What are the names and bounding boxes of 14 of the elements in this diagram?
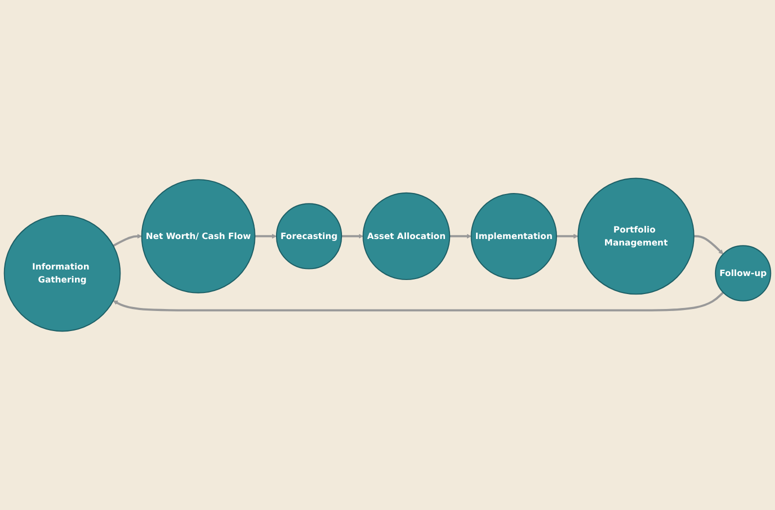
arrow <box>112 234 142 247</box>
arrow <box>556 234 578 239</box>
node-circle: Portfolio Management <box>578 178 694 295</box>
node-circle: Forecasting <box>276 203 342 270</box>
node-circle: Implementation <box>470 193 558 280</box>
arrow <box>694 235 724 255</box>
arrow <box>450 234 472 239</box>
node-circle: Information Gathering <box>4 215 121 332</box>
arrow <box>113 292 724 312</box>
node-circle: Net Worth/ Cash Flow <box>141 179 256 294</box>
node-circle: Asset Allocation <box>362 192 450 280</box>
arrow <box>342 234 364 239</box>
arrow <box>254 234 277 239</box>
node-circle: Follow-up <box>714 245 772 302</box>
